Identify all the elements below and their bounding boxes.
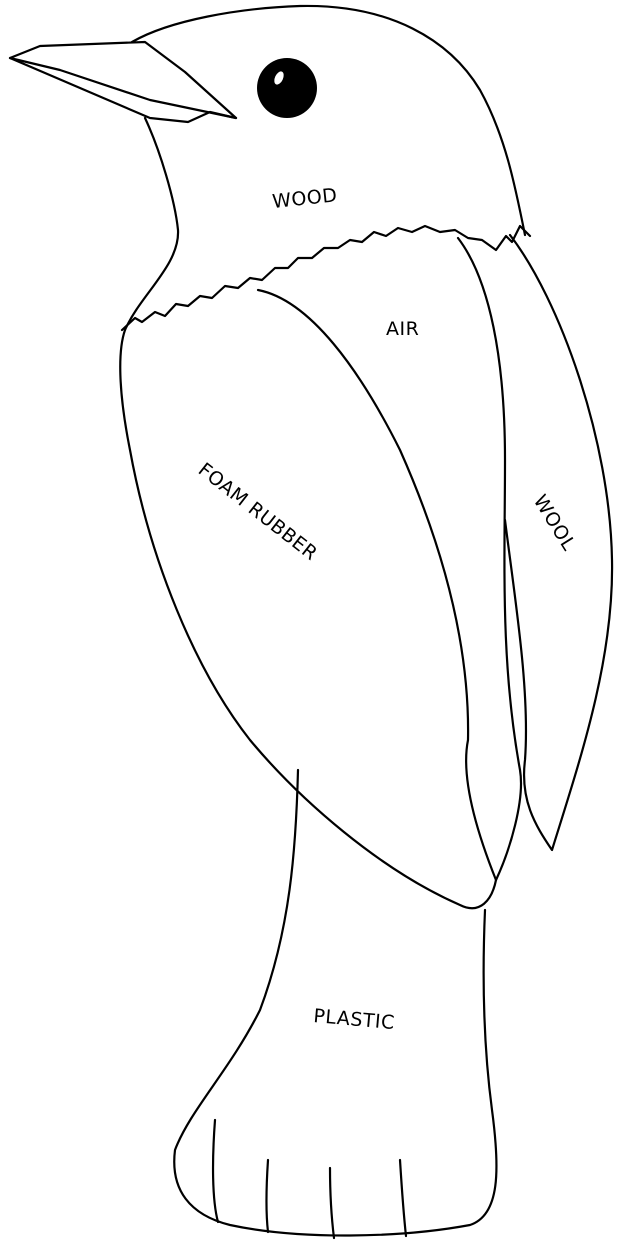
eye-icon: [257, 58, 317, 118]
label-wood: WOOD: [271, 184, 338, 213]
neck-front-outline: [125, 118, 178, 330]
head-body-boundary: [122, 226, 530, 330]
label-plastic: PLASTIC: [313, 1005, 396, 1034]
tail-outline: [174, 770, 496, 1236]
tail-feather-line-2: [267, 1160, 269, 1232]
label-wool: WOOL: [529, 491, 580, 555]
tail-feather-line-4: [400, 1160, 406, 1236]
wing-front-outline: [120, 290, 496, 908]
label-foam-rubber: FOAM RUBBER: [194, 459, 322, 566]
label-air: AIR: [386, 318, 419, 340]
tail-feather-line-3: [330, 1168, 334, 1238]
tail-feather-line-1: [213, 1120, 218, 1222]
